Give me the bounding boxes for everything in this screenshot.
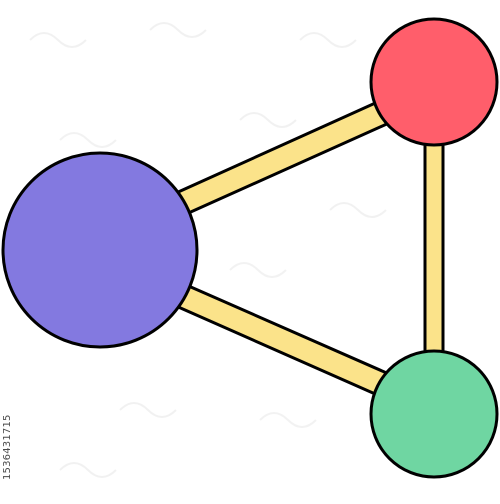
edge-left-to-bottom-right xyxy=(174,282,391,399)
edges xyxy=(174,98,445,399)
node-left xyxy=(1,151,199,349)
edge-top-right-to-bottom-right xyxy=(423,138,445,364)
node-top-right xyxy=(369,17,499,147)
node-bottom-right xyxy=(369,349,499,479)
edge-left-to-top-right xyxy=(174,98,391,217)
stock-id-label: 1536431715 xyxy=(2,414,13,480)
